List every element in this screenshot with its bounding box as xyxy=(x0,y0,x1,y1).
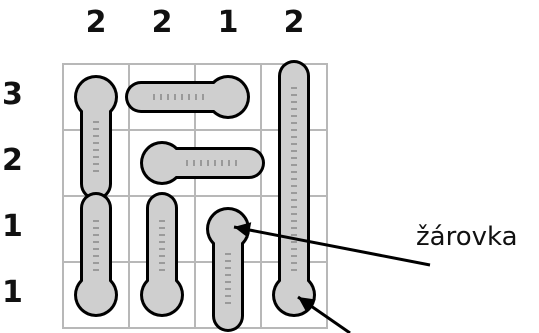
column-clue-4: 2 xyxy=(283,5,305,40)
thermometer-bulb xyxy=(209,210,247,248)
thermometer-bulb xyxy=(143,144,181,182)
thermometer xyxy=(206,207,250,332)
thermometer-bulb xyxy=(209,78,247,116)
arrow-shaft xyxy=(233,225,431,267)
thermometer xyxy=(74,192,118,317)
bulb-label: žárovka xyxy=(416,222,518,252)
thermometer-bulb xyxy=(143,276,181,314)
row-clue-2: 2 xyxy=(2,143,23,178)
thermometer xyxy=(125,75,250,119)
row-clue-3: 1 xyxy=(2,209,23,244)
row-clue-4: 1 xyxy=(2,275,23,310)
arrow-head xyxy=(234,222,252,238)
arrow-to-bulb-bottom xyxy=(297,295,351,333)
column-clue-2: 2 xyxy=(151,5,173,40)
column-clue-3: 1 xyxy=(217,5,239,40)
column-clue-1: 2 xyxy=(85,5,107,40)
thermometer-bulb xyxy=(77,276,115,314)
thermometer-bulb xyxy=(77,78,115,116)
thermometer xyxy=(272,60,316,317)
thermometer xyxy=(140,192,184,317)
arrow-head xyxy=(298,297,316,313)
thermometer xyxy=(140,141,265,185)
thermometer xyxy=(74,75,118,200)
row-clue-1: 3 xyxy=(2,77,23,112)
arrow-to-bulb xyxy=(233,222,431,267)
